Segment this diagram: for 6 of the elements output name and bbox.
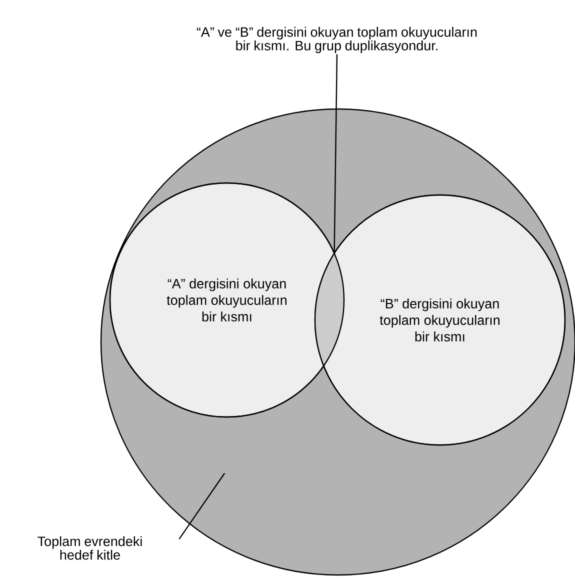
leader-line: [334, 54, 338, 254]
node-label: “B” dergisini okuyan toplam okuyucuların bir kısmı: [380, 298, 500, 342]
leader-line: [178, 472, 226, 540]
callout-text: “A” ve “B” dergisini okuyan toplam okuyucuların bir kısmı. Bu grup duplikasyondur.: [196, 26, 477, 54]
callout-text: Toplam evrendeki hedef kitle: [38, 536, 142, 560]
overlap-lens: [109, 182, 566, 446]
